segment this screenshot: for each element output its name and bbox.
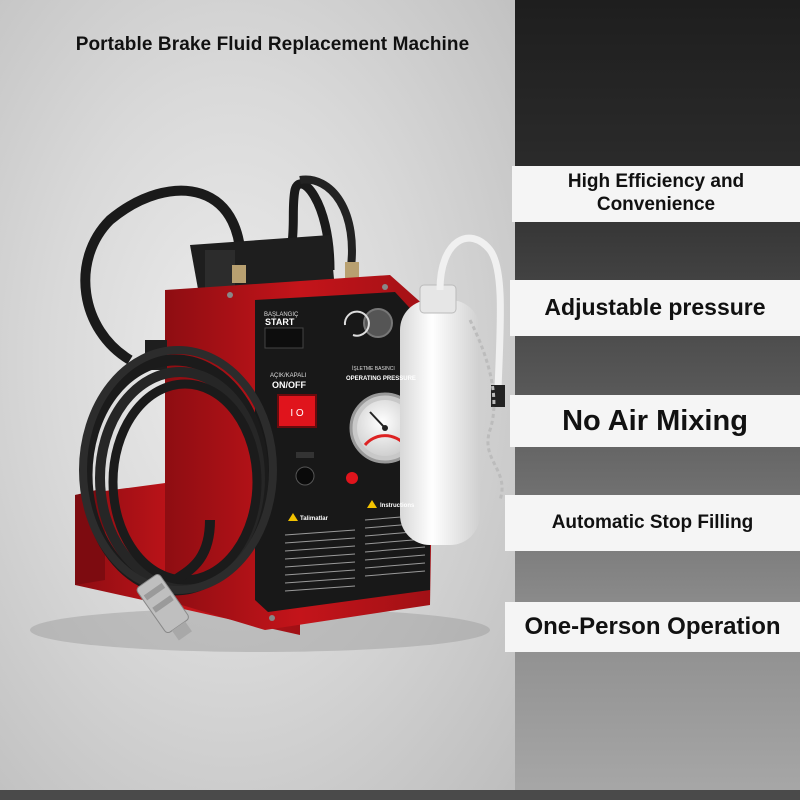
gauge-needle xyxy=(369,411,386,429)
page-title: Portable Brake Fluid Replacement Machine xyxy=(75,34,470,55)
floor-edge xyxy=(0,790,800,800)
hose-tail xyxy=(172,519,215,585)
fitting-right-icon xyxy=(345,262,359,280)
pressure-label: OPERATING PRESSURE xyxy=(346,376,416,382)
floor-shadow xyxy=(30,608,490,652)
warning-icon xyxy=(288,513,298,521)
brand-logo-icon xyxy=(346,472,358,484)
feature-high-efficiency: High Efficiency and Convenience xyxy=(512,166,800,222)
screw-icon xyxy=(382,284,388,290)
screw-icon xyxy=(227,292,233,298)
screw-icon xyxy=(269,615,275,621)
power-switch-symbol-icon: I O xyxy=(290,408,304,419)
quick-coupler xyxy=(136,574,192,641)
instructions-tr-label: Talimatlar xyxy=(300,516,329,522)
onoff-label: ON/OFF xyxy=(272,380,306,390)
top-hose-left xyxy=(80,185,246,365)
fuse-holder[interactable] xyxy=(295,466,315,486)
safety-chain xyxy=(468,319,504,501)
coiled-hose xyxy=(79,346,277,596)
fluid-bottle xyxy=(400,300,480,545)
gauge-pivot xyxy=(382,425,388,431)
fitting-left-icon xyxy=(232,265,246,283)
instructions-en-label: Instructions xyxy=(380,503,415,509)
rotate-arrow-icon xyxy=(343,310,370,337)
fuse-symbol-icon xyxy=(296,452,314,458)
base-frame-side xyxy=(75,488,105,585)
start-label: START xyxy=(265,317,295,327)
feature-automatic-stop: Automatic Stop Filling xyxy=(505,495,800,551)
feature-one-person: One-Person Operation xyxy=(505,602,800,652)
warning-icon xyxy=(367,500,377,508)
onoff-label-top: AÇIK/KAPALI xyxy=(270,373,307,379)
start-button[interactable] xyxy=(264,327,304,349)
power-switch[interactable] xyxy=(277,394,317,428)
pressure-label-top: İŞLETME BASINCI xyxy=(352,365,395,372)
top-hose-right xyxy=(299,175,356,276)
start-label-top: BAŞLANGIÇ xyxy=(264,312,299,318)
feature-adjustable-pressure: Adjustable pressure xyxy=(510,280,800,336)
pressure-knob[interactable] xyxy=(363,308,393,338)
bottle-hose xyxy=(436,234,504,391)
front-panel xyxy=(255,292,430,612)
feature-line: Convenience xyxy=(596,194,716,215)
feature-line: High Efficiency and xyxy=(567,171,745,193)
feature-no-air-mixing: No Air Mixing xyxy=(510,395,800,447)
